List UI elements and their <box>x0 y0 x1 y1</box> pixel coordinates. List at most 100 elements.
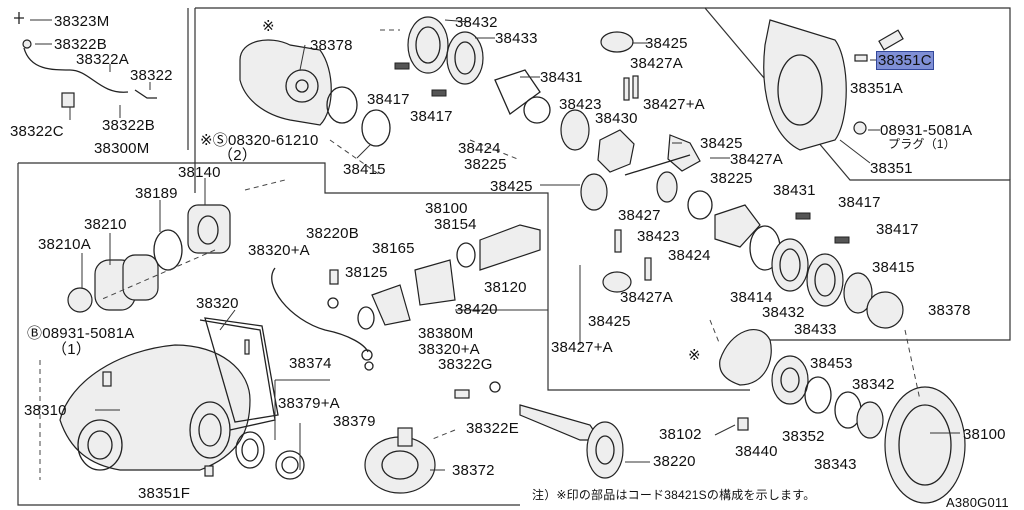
part-label-38225[interactable]: 38225 <box>464 156 507 173</box>
main-assembly-frame-top <box>18 162 750 391</box>
part-label-38372[interactable]: 38372 <box>452 462 495 479</box>
part-label-38415-b[interactable]: 38415 <box>872 259 915 276</box>
misc-bolts <box>102 267 749 477</box>
part-label-38420[interactable]: 38420 <box>455 301 498 318</box>
part-label-38351A[interactable]: 38351A <box>850 80 903 97</box>
part-label-38379-plus-A[interactable]: 38379+A <box>278 395 340 412</box>
star-mark: ※ <box>262 18 275 35</box>
part-label-38425-d[interactable]: 38425 <box>588 313 631 330</box>
part-label-38189[interactable]: 38189 <box>135 185 178 202</box>
side-oil-seal-group <box>235 431 305 480</box>
part-label-38423-b[interactable]: 38423 <box>637 228 680 245</box>
part-label-38300M[interactable]: 38300M <box>94 140 150 157</box>
part-label-38125[interactable]: 38125 <box>345 264 388 281</box>
part-label-38322C[interactable]: 38322C <box>10 123 64 140</box>
part-label-38378[interactable]: 38378 <box>310 37 353 54</box>
cover-frame <box>705 7 1011 180</box>
part-label-38220B[interactable]: 38220B <box>306 225 359 242</box>
differential-gears-center <box>560 31 713 293</box>
part-label-38427-plus-A-b[interactable]: 38427+A <box>551 339 613 356</box>
part-label-08931-5081A-b[interactable]: Ⓑ08931-5081A <box>27 325 135 342</box>
part-label-38210A[interactable]: 38210A <box>38 236 91 253</box>
part-label-38380M[interactable]: 38380M <box>418 325 474 342</box>
part-label-38100[interactable]: 38100 <box>425 200 468 217</box>
housing-gasket <box>204 317 279 423</box>
part-label-08320-61210[interactable]: ※Ⓢ08320-61210 <box>200 132 319 149</box>
part-label-38417-b[interactable]: 38417 <box>410 108 453 125</box>
part-label-38427A-c[interactable]: 38427A <box>620 289 673 306</box>
footnote: 注）※印の部品はコード38421Sの構成を示します。 <box>532 488 816 502</box>
part-label-38427-plus-A[interactable]: 38427+A <box>643 96 705 113</box>
part-label-38322E[interactable]: 38322E <box>466 420 519 437</box>
diff-case-frame-top <box>195 7 1011 341</box>
part-label-38351[interactable]: 38351 <box>870 160 913 177</box>
rear-cover <box>763 19 904 151</box>
part-label-38425[interactable]: 38425 <box>645 35 688 52</box>
part-label-38417-d[interactable]: 38417 <box>876 221 919 238</box>
ring-gear-case <box>719 329 966 504</box>
right-side-bearings <box>714 204 904 329</box>
part-label-38427A-b[interactable]: 38427A <box>730 151 783 168</box>
part-label-38220[interactable]: 38220 <box>653 453 696 470</box>
part-label-38310[interactable]: 38310 <box>24 402 67 419</box>
part-label-38427A[interactable]: 38427A <box>630 55 683 72</box>
part-label-38425-b[interactable]: 38425 <box>700 135 743 152</box>
part-label-38352[interactable]: 38352 <box>782 428 825 445</box>
part-label-38351C[interactable]: 38351C <box>876 51 934 70</box>
part-label-38100-b[interactable]: 38100 <box>963 426 1006 443</box>
rear-flange <box>364 427 436 494</box>
part-label-38343[interactable]: 38343 <box>814 456 857 473</box>
part-label-38322B-lower[interactable]: 38322B <box>102 117 155 134</box>
part-label-38342[interactable]: 38342 <box>852 376 895 393</box>
part-label-38414[interactable]: 38414 <box>730 289 773 306</box>
part-label-38165[interactable]: 38165 <box>372 240 415 257</box>
part-label-38433[interactable]: 38433 <box>495 30 538 47</box>
part-label-38322A[interactable]: 38322A <box>76 51 129 68</box>
part-label-08931-5081A[interactable]: 08931-5081A <box>880 122 973 139</box>
part-label-38431-b[interactable]: 38431 <box>773 182 816 199</box>
main-assembly-frame <box>17 163 520 506</box>
breather-pipe <box>14 12 157 108</box>
part-label-38430[interactable]: 38430 <box>595 110 638 127</box>
part-label-38415[interactable]: 38415 <box>343 161 386 178</box>
part-label-38433-b[interactable]: 38433 <box>794 321 837 338</box>
part-label-38323M[interactable]: 38323M <box>54 13 110 30</box>
drive-pinion <box>357 224 624 479</box>
part-label-08931-b-qty: （1） <box>52 341 91 358</box>
part-label-38374[interactable]: 38374 <box>289 355 332 372</box>
part-label-38427[interactable]: 38427 <box>618 207 661 224</box>
part-label-38322[interactable]: 38322 <box>130 67 173 84</box>
alignment-lines <box>39 29 921 480</box>
part-label-38379[interactable]: 38379 <box>333 413 376 430</box>
differential-case <box>239 39 391 147</box>
part-label-38417[interactable]: 38417 <box>367 91 410 108</box>
part-label-38120[interactable]: 38120 <box>484 279 527 296</box>
part-label-38102[interactable]: 38102 <box>659 426 702 443</box>
part-label-38225-b[interactable]: 38225 <box>710 170 753 187</box>
part-label-38351F[interactable]: 38351F <box>138 485 191 502</box>
part-label-38417-c[interactable]: 38417 <box>838 194 881 211</box>
leader-lines <box>30 19 960 471</box>
part-label-38322G[interactable]: 38322G <box>438 356 493 373</box>
part-label-38320[interactable]: 38320 <box>196 295 239 312</box>
part-label-08320-qty: （2） <box>218 147 257 164</box>
part-label-38432-b[interactable]: 38432 <box>762 304 805 321</box>
part-label-38425-c[interactable]: 38425 <box>490 178 533 195</box>
part-label-38154[interactable]: 38154 <box>434 216 477 233</box>
part-label-38320-plus-A-b[interactable]: 38320+A <box>418 341 480 358</box>
companion-flange-stack <box>67 204 231 313</box>
part-label-38140[interactable]: 38140 <box>178 164 221 181</box>
part-label-38424[interactable]: 38424 <box>458 140 501 157</box>
part-label-38322B[interactable]: 38322B <box>54 36 107 53</box>
part-label-38378-b[interactable]: 38378 <box>928 302 971 319</box>
part-label-38431[interactable]: 38431 <box>540 69 583 86</box>
part-label-38210[interactable]: 38210 <box>84 216 127 233</box>
part-label-38432[interactable]: 38432 <box>455 14 498 31</box>
part-label-38320-plus-A[interactable]: 38320+A <box>248 242 310 259</box>
star-mark-b: ※ <box>688 347 701 364</box>
part-label-38453[interactable]: 38453 <box>810 355 853 372</box>
part-label-38424-b[interactable]: 38424 <box>668 247 711 264</box>
part-label-38423[interactable]: 38423 <box>559 96 602 113</box>
part-label-38440[interactable]: 38440 <box>735 443 778 460</box>
